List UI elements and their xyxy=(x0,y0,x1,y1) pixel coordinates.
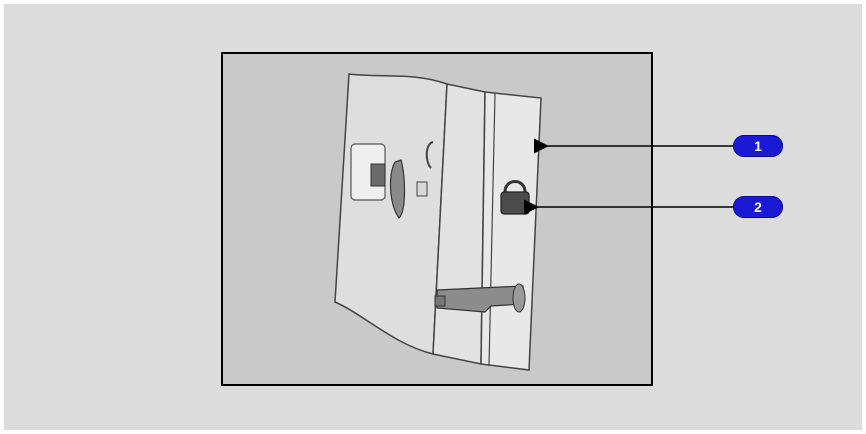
callout-badge-1: 1 xyxy=(733,135,783,157)
callout-badge-2: 2 xyxy=(733,196,783,218)
